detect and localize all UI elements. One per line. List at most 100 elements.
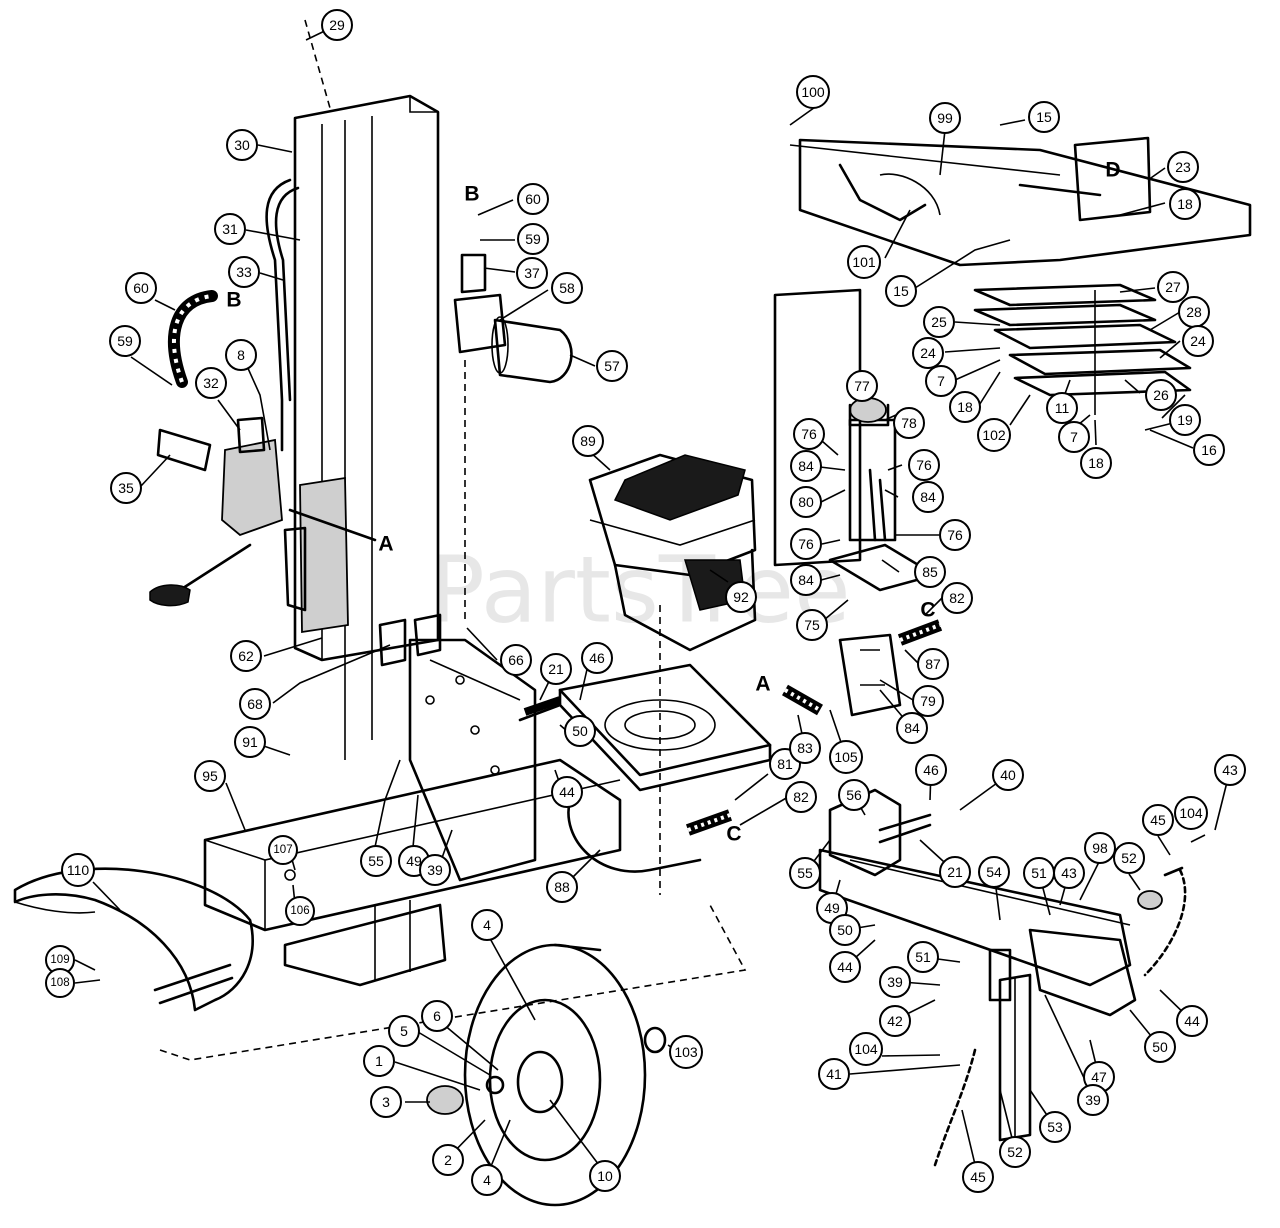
svg-text:83: 83	[797, 740, 813, 756]
control-valve	[149, 416, 283, 607]
svg-text:26: 26	[1153, 387, 1169, 403]
svg-text:54: 54	[986, 864, 1002, 880]
callout-11: 11	[1046, 392, 1078, 424]
suction-hose-c	[518, 696, 733, 836]
svg-text:30: 30	[234, 137, 250, 153]
jack-stand	[998, 973, 1032, 1142]
svg-text:76: 76	[801, 426, 817, 442]
svg-text:47: 47	[1091, 1069, 1107, 1085]
svg-text:43: 43	[1061, 865, 1077, 881]
callout-103: 103	[669, 1035, 703, 1069]
callout-108: 108	[45, 968, 75, 998]
svg-text:49: 49	[406, 853, 422, 869]
svg-text:49: 49	[824, 900, 840, 916]
callout-7: 7	[925, 365, 957, 397]
svg-text:51: 51	[915, 949, 931, 965]
svg-text:84: 84	[904, 720, 920, 736]
callout-66: 66	[500, 644, 532, 676]
callout-39: 39	[419, 854, 451, 886]
callout-18: 18	[1169, 188, 1201, 220]
callout-59: 59	[517, 223, 549, 255]
callout-84: 84	[790, 450, 822, 482]
callout-5: 5	[388, 1015, 420, 1047]
letter-a-lower: A	[755, 673, 770, 696]
callout-26: 26	[1145, 379, 1177, 411]
svg-text:46: 46	[589, 650, 605, 666]
svg-text:88: 88	[554, 879, 570, 895]
callout-89: 89	[572, 425, 604, 457]
callout-105: 105	[829, 740, 863, 774]
svg-text:44: 44	[559, 784, 575, 800]
callout-50: 50	[829, 914, 861, 946]
svg-text:35: 35	[118, 480, 134, 496]
callout-10: 10	[589, 1160, 621, 1192]
letter-d-frame: D	[1105, 159, 1120, 182]
svg-text:55: 55	[797, 865, 813, 881]
callout-53: 53	[1039, 1111, 1071, 1143]
svg-text:45: 45	[970, 1169, 986, 1185]
callout-37: 37	[516, 257, 548, 289]
callout-76: 76	[790, 528, 822, 560]
svg-text:75: 75	[804, 617, 820, 633]
callout-54: 54	[978, 856, 1010, 888]
callout-35: 35	[110, 472, 142, 504]
svg-text:7: 7	[1070, 429, 1078, 445]
letter-a-upper: A	[378, 533, 393, 556]
svg-text:39: 39	[1085, 1092, 1101, 1108]
svg-text:108: 108	[50, 977, 69, 989]
callout-43: 43	[1053, 857, 1085, 889]
svg-text:84: 84	[798, 572, 814, 588]
svg-text:76: 76	[916, 457, 932, 473]
svg-text:53: 53	[1047, 1119, 1063, 1135]
callout-110: 110	[61, 853, 95, 887]
svg-text:44: 44	[1184, 1013, 1200, 1029]
svg-text:16: 16	[1201, 442, 1217, 458]
callout-51: 51	[907, 941, 939, 973]
svg-text:79: 79	[920, 693, 936, 709]
callout-24: 24	[1182, 325, 1214, 357]
svg-text:52: 52	[1007, 1144, 1023, 1160]
svg-text:107: 107	[273, 844, 292, 856]
pad-stack	[973, 283, 1192, 415]
svg-text:68: 68	[247, 696, 263, 712]
callout-18: 18	[949, 391, 981, 423]
svg-text:40: 40	[1000, 767, 1016, 783]
svg-text:45: 45	[1150, 812, 1166, 828]
callout-79: 79	[912, 685, 944, 717]
svg-text:32: 32	[203, 375, 219, 391]
callout-27: 27	[1157, 271, 1189, 303]
svg-text:81: 81	[777, 756, 793, 772]
svg-text:98: 98	[1092, 840, 1108, 856]
callout-50: 50	[564, 715, 596, 747]
svg-text:104: 104	[1179, 805, 1203, 821]
axle-tube	[153, 904, 747, 1061]
callout-55: 55	[360, 845, 392, 877]
svg-text:84: 84	[798, 458, 814, 474]
svg-text:104: 104	[854, 1041, 878, 1057]
svg-text:82: 82	[949, 590, 965, 606]
svg-text:92: 92	[733, 589, 749, 605]
callout-95: 95	[194, 760, 226, 792]
pump-assembly	[773, 288, 937, 717]
svg-text:24: 24	[1190, 333, 1206, 349]
callout-44: 44	[1176, 1005, 1208, 1037]
svg-text:102: 102	[982, 427, 1006, 443]
svg-text:57: 57	[604, 358, 620, 374]
svg-text:105: 105	[834, 749, 858, 765]
callout-107: 107	[268, 835, 298, 865]
callout-59: 59	[109, 325, 141, 357]
svg-text:33: 33	[236, 264, 252, 280]
callout-44: 44	[829, 951, 861, 983]
callout-32: 32	[195, 367, 227, 399]
callout-30: 30	[226, 129, 258, 161]
svg-text:66: 66	[508, 652, 524, 668]
svg-text:8: 8	[237, 347, 245, 363]
svg-text:99: 99	[937, 110, 953, 126]
svg-text:4: 4	[483, 1172, 491, 1188]
callout-4: 4	[471, 909, 503, 941]
svg-text:59: 59	[117, 333, 133, 349]
callout-99: 99	[929, 102, 961, 134]
callout-85: 85	[914, 556, 946, 588]
callout-23: 23	[1167, 151, 1199, 183]
